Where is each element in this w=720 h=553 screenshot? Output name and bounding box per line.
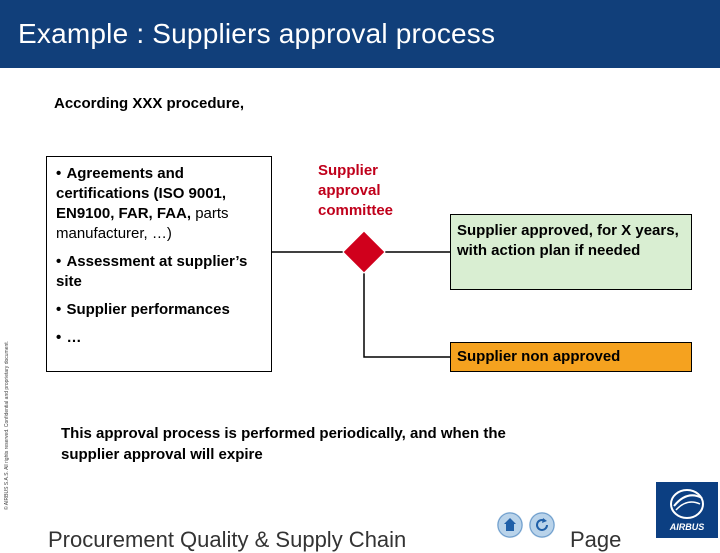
bullet-icon: • <box>56 165 62 182</box>
outcome-rejected-box: Supplier non approved <box>450 342 692 372</box>
criteria-item: • Supplier performances <box>56 301 230 318</box>
criteria-item: • … <box>56 329 82 346</box>
airbus-logo-text: AIRBUS <box>669 522 705 532</box>
decision-diamond <box>342 230 386 274</box>
bullet-icon: • <box>56 329 62 346</box>
copyright-text: © AIRBUS S.A.S. All rights reserved. Con… <box>4 340 10 510</box>
airbus-logo: AIRBUS <box>656 482 718 538</box>
footnote-text: This approval process is performed perio… <box>61 425 506 463</box>
title-bar: Example : Suppliers approval process <box>0 0 720 68</box>
criteria-item: • Assessment at supplier’s site <box>56 253 248 290</box>
connector-decision-to-rejected <box>363 273 450 358</box>
intro-text: According XXX procedure, <box>54 95 245 112</box>
criteria-item: • Agreements and certifications (ISO 900… <box>56 165 229 242</box>
footer-page-label: Page <box>570 527 622 552</box>
flow-connectors <box>272 230 450 358</box>
home-icon[interactable] <box>497 512 523 538</box>
slide-title: Example : Suppliers approval process <box>18 18 496 49</box>
footer-department: Procurement Quality & Supply Chain <box>48 527 407 552</box>
bullet-icon: • <box>56 301 62 318</box>
bullet-icon: • <box>56 253 62 270</box>
outcome-approved-box: Supplier approved, for X years, with act… <box>450 214 692 290</box>
committee-label: Supplier approval committee <box>318 162 394 219</box>
back-icon[interactable] <box>529 512 555 538</box>
criteria-box: • Agreements and certifications (ISO 900… <box>46 156 272 372</box>
